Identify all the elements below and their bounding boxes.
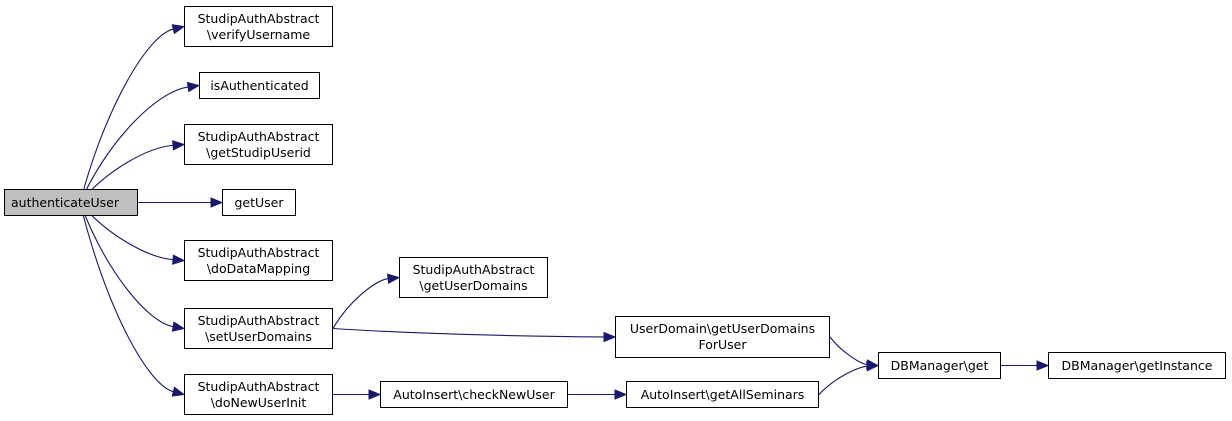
node-check-new-user[interactable]: AutoInsert\checkNewUser	[380, 381, 568, 408]
node-label-line: \getStudipUserid	[206, 144, 311, 160]
node-label-line: authenticateUser	[11, 194, 120, 210]
node-get-user-domains[interactable]: StudipAuthAbstract\getUserDomains	[399, 257, 548, 298]
node-do-new-user-init[interactable]: StudipAuthAbstract\doNewUserInit	[184, 374, 333, 415]
arrowhead-icon	[1036, 360, 1050, 371]
node-label-line: StudipAuthAbstract	[197, 312, 320, 328]
node-db-get[interactable]: DBManager\get	[878, 352, 1001, 379]
node-get-user[interactable]: getUser	[222, 189, 296, 216]
arrowhead-icon	[603, 331, 617, 343]
node-label-line: StudipAuthAbstract	[197, 128, 320, 144]
node-label-line: \doNewUserInit	[210, 394, 307, 410]
edge-setUserDomains-to-getUserDomainsForUser	[332, 327, 605, 338]
edge-authenticateUser-to-isAuthenticated	[79, 86, 189, 203]
node-get-instance[interactable]: DBManager\getInstance	[1048, 352, 1226, 379]
node-set-user-domains[interactable]: StudipAuthAbstract\setUserDomains	[184, 308, 333, 349]
edge-getUserDomainsForUser-to-dbGet	[829, 336, 868, 366]
node-label-line: AutoInsert\checkNewUser	[393, 386, 555, 402]
arrowhead-icon	[210, 197, 224, 208]
arrowhead-icon	[614, 389, 628, 400]
arrowhead-icon	[171, 321, 186, 332]
node-verify-username[interactable]: StudipAuthAbstract\verifyUsername	[184, 6, 333, 47]
node-is-authenticated[interactable]: isAuthenticated	[199, 72, 320, 99]
arrowhead-icon	[171, 386, 186, 397]
node-label-line: AutoInsert\getAllSeminars	[640, 386, 805, 402]
node-label-line: StudipAuthAbstract	[197, 244, 320, 260]
node-label-line: \setUserDomains	[205, 328, 312, 344]
node-label-line: \getUserDomains	[419, 277, 528, 293]
arrowhead-icon	[186, 81, 201, 93]
node-get-all-seminars[interactable]: AutoInsert\getAllSeminars	[626, 381, 819, 408]
edge-authenticateUser-to-setUserDomains	[79, 202, 174, 328]
arrowhead-icon	[172, 254, 186, 265]
node-label-line: DBManager\getInstance	[1061, 357, 1213, 373]
node-label-line: ForUser	[698, 337, 747, 352]
edge-getAllSeminars-to-dbGet	[818, 365, 868, 395]
edge-authenticateUser-to-verifyUsername	[79, 28, 174, 203]
arrowhead-icon	[172, 140, 186, 151]
node-label-line: \doDataMapping	[206, 260, 311, 276]
node-label-line: getUser	[234, 194, 284, 210]
node-authenticate-user[interactable]: authenticateUser	[4, 189, 138, 216]
node-label-line: StudipAuthAbstract	[412, 261, 535, 277]
node-label-line: isAuthenticated	[210, 77, 309, 93]
node-do-data-mapping[interactable]: StudipAuthAbstract\doDataMapping	[184, 240, 333, 281]
edge-setUserDomains-to-getUserDomains	[332, 278, 389, 329]
node-get-studip-userid[interactable]: StudipAuthAbstract\getStudipUserid	[184, 124, 333, 165]
node-label-line: DBManager\get	[890, 357, 989, 373]
arrowhead-icon	[866, 361, 880, 372]
arrowhead-icon	[368, 389, 382, 400]
edge-authenticateUser-to-doNewUserInit	[79, 202, 174, 393]
arrowhead-icon	[386, 273, 401, 284]
node-label-line: StudipAuthAbstract	[197, 378, 320, 394]
node-label-line: StudipAuthAbstract	[197, 10, 320, 26]
node-label-line: \verifyUsername	[206, 26, 311, 42]
arrowhead-icon	[171, 24, 186, 35]
node-label-line: UserDomain\getUserDomains	[629, 321, 816, 336]
